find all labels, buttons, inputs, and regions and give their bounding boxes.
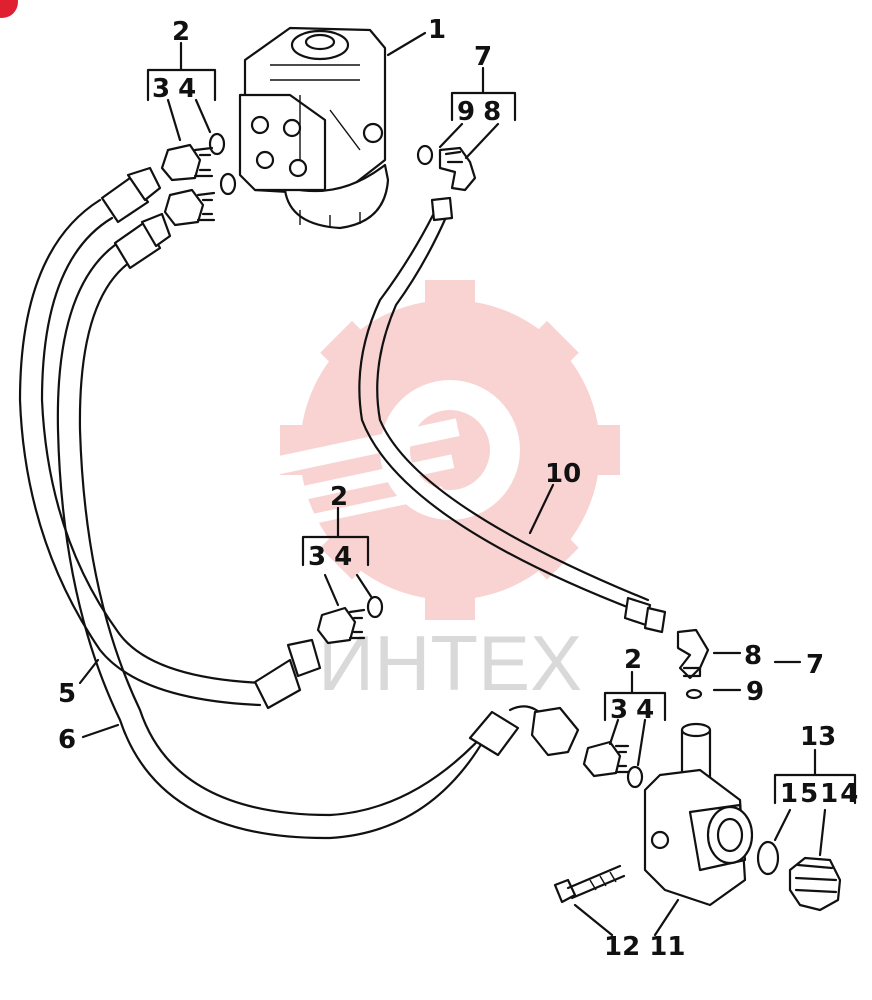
callout-1: 1	[428, 15, 446, 45]
callout-7-right: 7	[806, 650, 824, 680]
callout-5: 5	[58, 679, 76, 709]
fitting-top-lower	[163, 188, 216, 227]
fitting-top-upper	[160, 143, 214, 182]
callout-10: 10	[545, 459, 581, 489]
steering-unit	[238, 26, 390, 230]
callout-6: 6	[58, 725, 76, 755]
watermark-text: ИНТЕХ	[318, 619, 582, 707]
hose-10	[358, 196, 667, 634]
o-ring-low	[626, 765, 644, 789]
callout-12-11: 12 11	[604, 932, 685, 962]
fitting-low	[582, 740, 630, 778]
o-ring-15	[756, 840, 780, 876]
callout-34-top: 34	[152, 74, 204, 104]
valve-body	[643, 722, 754, 907]
callout-34-low: 34	[610, 695, 662, 725]
callout-2-top: 2	[172, 17, 190, 47]
callout-15-14: 1514	[780, 779, 860, 809]
callout-9: 9	[746, 677, 764, 707]
elbow-fitting-top	[416, 144, 477, 192]
callout-7-top: 7	[474, 42, 492, 72]
o-ring-mid	[366, 595, 384, 619]
fitting-mid	[316, 606, 366, 645]
hose-6	[56, 212, 580, 840]
o-ring-top-upper	[208, 132, 226, 156]
elbow-fitting-right	[676, 628, 710, 700]
plug-14	[788, 856, 842, 912]
bolt-12	[553, 864, 626, 904]
callout-98-top: 98	[457, 97, 509, 127]
watermark-logo	[250, 280, 620, 620]
o-ring-top-lower	[219, 172, 237, 196]
callout-13: 13	[800, 722, 836, 752]
callout-2-low: 2	[624, 645, 642, 675]
callout-8: 8	[744, 641, 762, 671]
callout-2-mid: 2	[330, 482, 348, 512]
hose-5	[18, 166, 322, 710]
callout-34-mid: 34	[308, 542, 360, 572]
leader-lines	[78, 31, 857, 937]
corner-badge	[0, 0, 18, 18]
